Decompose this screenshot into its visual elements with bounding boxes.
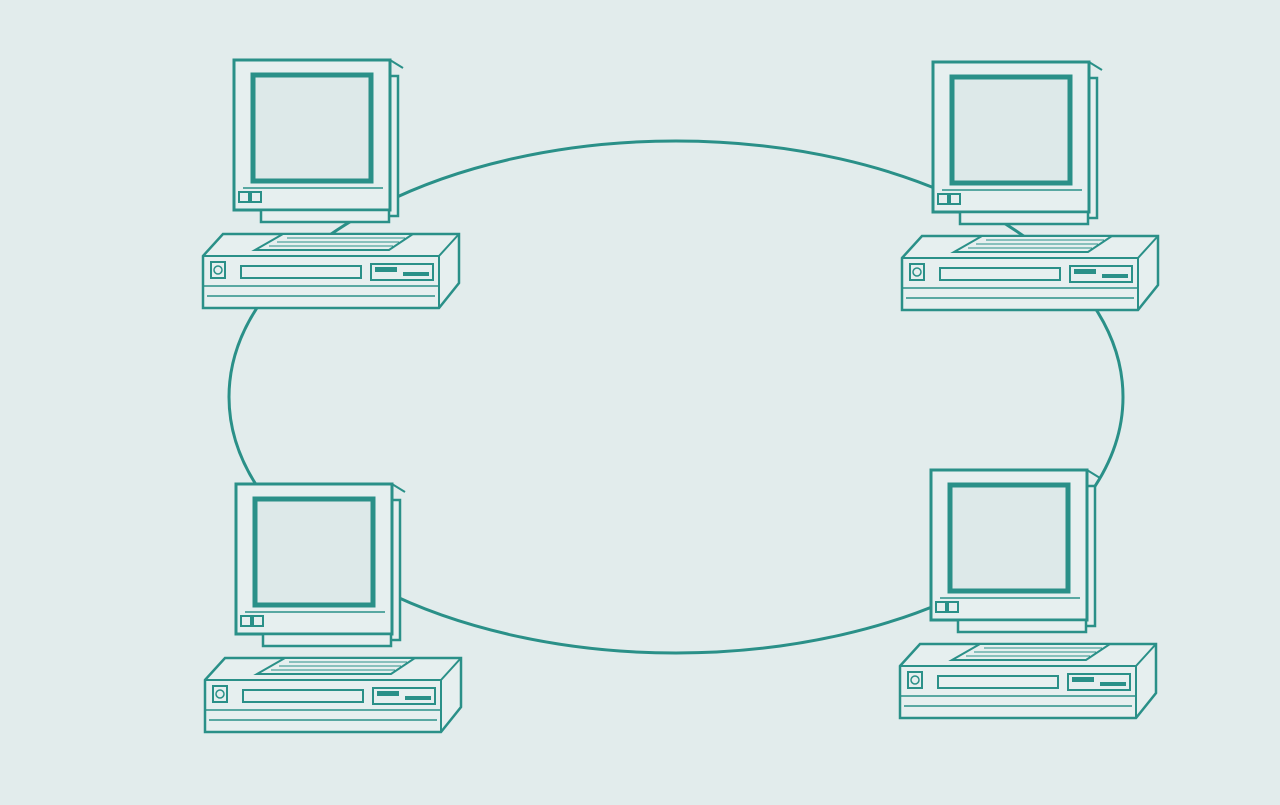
computer-top-left xyxy=(203,60,459,308)
computer-top-right xyxy=(902,62,1158,310)
computer-bottom-right xyxy=(900,470,1156,718)
ring-connection xyxy=(227,139,1125,655)
